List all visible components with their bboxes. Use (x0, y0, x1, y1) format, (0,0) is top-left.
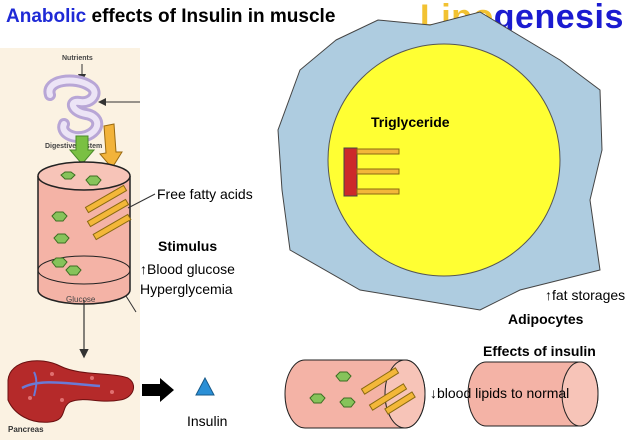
glucose-pointer-line (125, 295, 137, 313)
insulin-label: Insulin (187, 413, 228, 429)
nutrients-label: Nutrients (62, 55, 93, 62)
ffa-pointer-line (127, 193, 156, 209)
page-title: Anabolic effects of Insulin in muscle (6, 6, 335, 28)
title-anabolic: Anabolic (6, 6, 87, 27)
effects-of-insulin-title: Effects of insulin (483, 343, 596, 359)
blood-lipids-label: ↓blood lipids to normal (430, 385, 570, 401)
effects-cylinder-2 (467, 361, 599, 427)
glucose-arrow-icon (68, 135, 96, 165)
blood-vessel-cylinder (37, 161, 131, 305)
pancreas-icon (7, 360, 135, 423)
glucose-label: Glucose (66, 295, 96, 304)
triglyceride-label: Triglyceride (371, 114, 450, 130)
blood-glucose-label: ↑Blood glucose (140, 261, 235, 277)
hyperglycemia-label: Hyperglycemia (140, 281, 233, 297)
fat-droplet (327, 43, 561, 277)
pancreas-to-insulin-arrow (142, 378, 174, 402)
free-fatty-acids-label: Free fatty acids (157, 186, 253, 202)
digestive-system-label: Digestive system (45, 143, 102, 150)
genesis-text: genesis (493, 0, 624, 36)
glucose-molecules (51, 171, 102, 276)
fat-storages-label: ↑fat storages (545, 287, 626, 303)
title-rest: effects of Insulin in muscle (86, 6, 336, 27)
pancreas-label: Pancreas (8, 425, 44, 434)
adipocytes-label: Adipocytes (508, 311, 584, 327)
effects-cylinder-1 (284, 359, 426, 429)
fatty-acid-rods (84, 184, 132, 241)
insulin-triangle-icon (195, 376, 215, 396)
fatty-acid-arrow-icon (99, 123, 123, 169)
intestine-icon (43, 74, 104, 143)
triglyceride-molecule-icon (343, 147, 400, 197)
stimulus-label: Stimulus (158, 238, 218, 254)
